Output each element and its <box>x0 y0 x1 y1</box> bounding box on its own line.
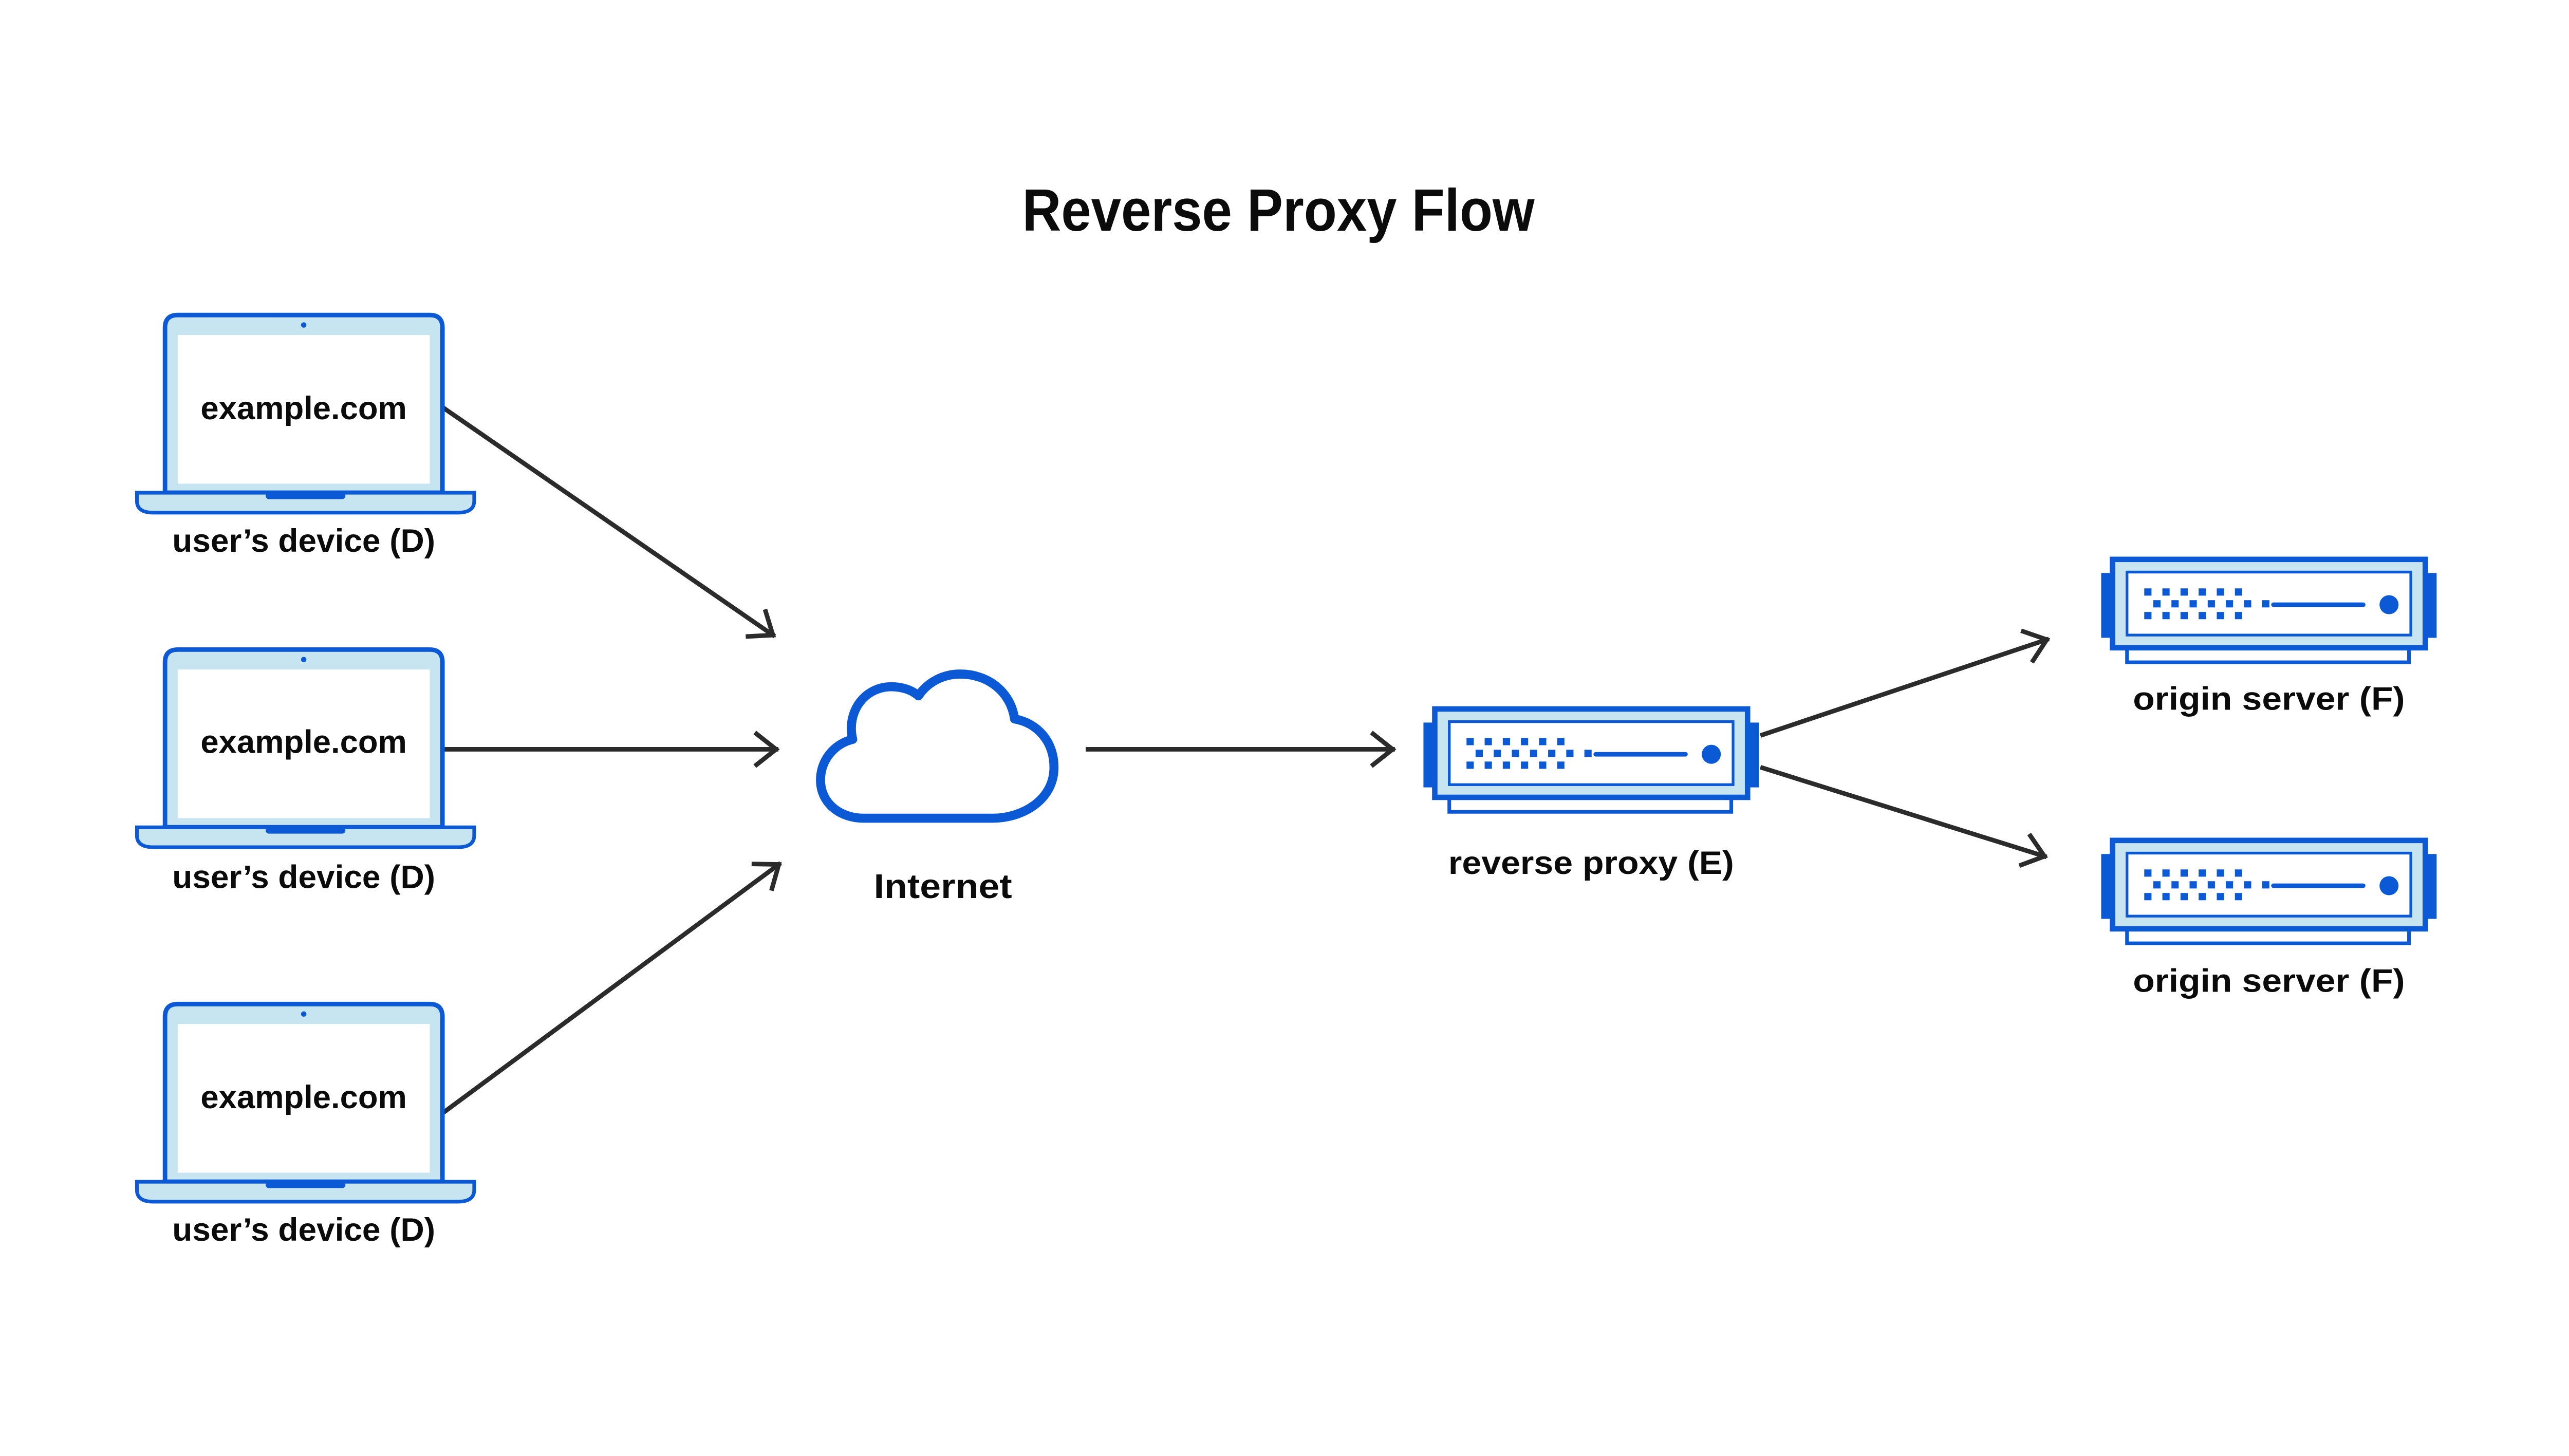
node-origin-server-1: origin server (F) <box>2101 559 2436 717</box>
arrow-device3-to-internet <box>441 861 782 1115</box>
server-icon <box>2101 841 2436 943</box>
device1-screen-text: example.com <box>200 390 406 426</box>
device2-label: user’s device (D) <box>172 858 435 895</box>
arrowhead-internet-to-proxy <box>1370 731 1397 768</box>
origin-server1-label: origin server (F) <box>2133 681 2405 717</box>
node-origin-server-2: origin server (F) <box>2101 841 2436 999</box>
device1-label: user’s device (D) <box>172 522 435 559</box>
arrow-proxy-to-origin2 <box>1759 765 2047 860</box>
node-user-device-2: example.com user’s device (D) <box>137 649 474 895</box>
origin-server2-label: origin server (F) <box>2133 962 2405 999</box>
node-reverse-proxy: reverse proxy (E) <box>1423 709 1759 881</box>
arrowhead-proxy-to-origin1 <box>2020 628 2051 664</box>
device3-screen-text: example.com <box>200 1079 406 1115</box>
flow-arrows <box>441 405 2051 1115</box>
node-user-device-3: example.com user’s device (D) <box>137 1004 474 1248</box>
arrowhead-device1-to-internet <box>746 608 776 639</box>
arrowhead-device2-to-internet <box>753 731 780 768</box>
reverse-proxy-label: reverse proxy (E) <box>1448 845 1734 881</box>
node-user-device-1: example.com user’s device (D) <box>137 315 474 559</box>
page-title: Reverse Proxy Flow <box>1022 177 1535 244</box>
server-icon <box>2101 559 2436 662</box>
internet-label: Internet <box>874 867 1012 906</box>
arrowhead-proxy-to-origin2 <box>2018 832 2049 868</box>
node-internet: Internet <box>816 669 1059 906</box>
arrow-device1-to-internet <box>441 405 776 639</box>
device2-screen-text: example.com <box>200 724 406 760</box>
server-icon <box>1423 709 1759 812</box>
cloud-icon <box>816 669 1059 823</box>
device3-label: user’s device (D) <box>172 1211 435 1248</box>
arrow-proxy-to-origin1 <box>1759 637 2050 738</box>
arrowhead-device3-to-internet <box>751 862 782 891</box>
